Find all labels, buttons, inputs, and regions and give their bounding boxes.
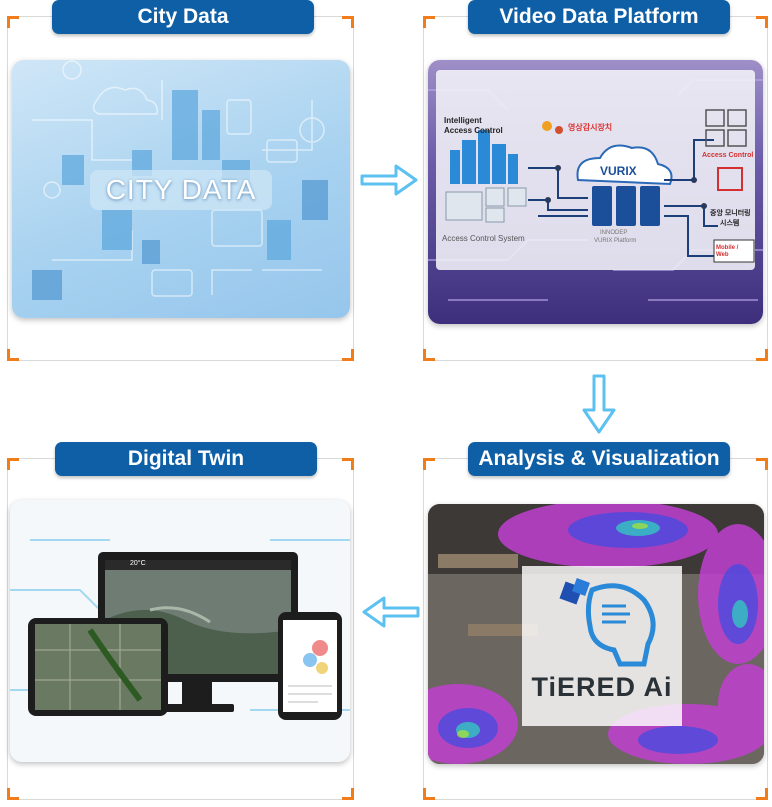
monitoring-line2: 시스템 (720, 220, 740, 227)
city-data-image-text: CITY DATA (105, 174, 257, 205)
access-control-system-label: Access Control System (442, 234, 525, 243)
tiered-ai-logo-text: TiERED Ai (531, 672, 673, 702)
video-platform-panel: Intelligent Access Control 영상감시장치 Access… (423, 0, 768, 361)
intelligent-access-label: Intelligent Access Control (444, 116, 503, 135)
arrow-down-icon (582, 374, 616, 434)
digital-twin-panel: 20°C Digital Twin (7, 442, 354, 800)
vurix-platform-line1: INNODEP (600, 230, 628, 236)
city-data-illustration: CITY DATA (12, 60, 350, 318)
video-device-label: 영상감시장치 (568, 123, 613, 132)
monitoring-line1: 중앙 모니터링 (710, 210, 751, 217)
vurix-logo: VURIX (600, 164, 637, 178)
vurix-platform-line2: VURIX Platform (594, 238, 637, 244)
digital-twin-graphic (10, 539, 350, 720)
video-platform-title: Video Data Platform (468, 0, 730, 34)
city-data-graphic (32, 60, 328, 300)
digital-twin-illustration: 20°C (10, 500, 350, 762)
mobile-web-label: Mobile / Web (716, 245, 739, 258)
circuit-background (428, 70, 763, 301)
arrow-left-icon (362, 596, 420, 628)
heatmap-image: TiERED Ai (428, 504, 764, 764)
heatmap-graphic (428, 504, 764, 764)
city-data-title: City Data (52, 0, 314, 34)
digital-twin-title: Digital Twin (55, 442, 317, 476)
arrow-right-icon (360, 164, 418, 196)
city-data-panel: CITY DATA City Data (7, 0, 354, 361)
analysis-title: Analysis & Visualization (468, 442, 730, 476)
video-platform-illustration: Intelligent Access Control 영상감시장치 Access… (428, 60, 763, 324)
screen-temperature: 20°C (130, 560, 146, 567)
access-control-label: Access Control (702, 152, 754, 159)
analysis-panel: TiERED Ai Analysis & Visualization (423, 442, 768, 800)
